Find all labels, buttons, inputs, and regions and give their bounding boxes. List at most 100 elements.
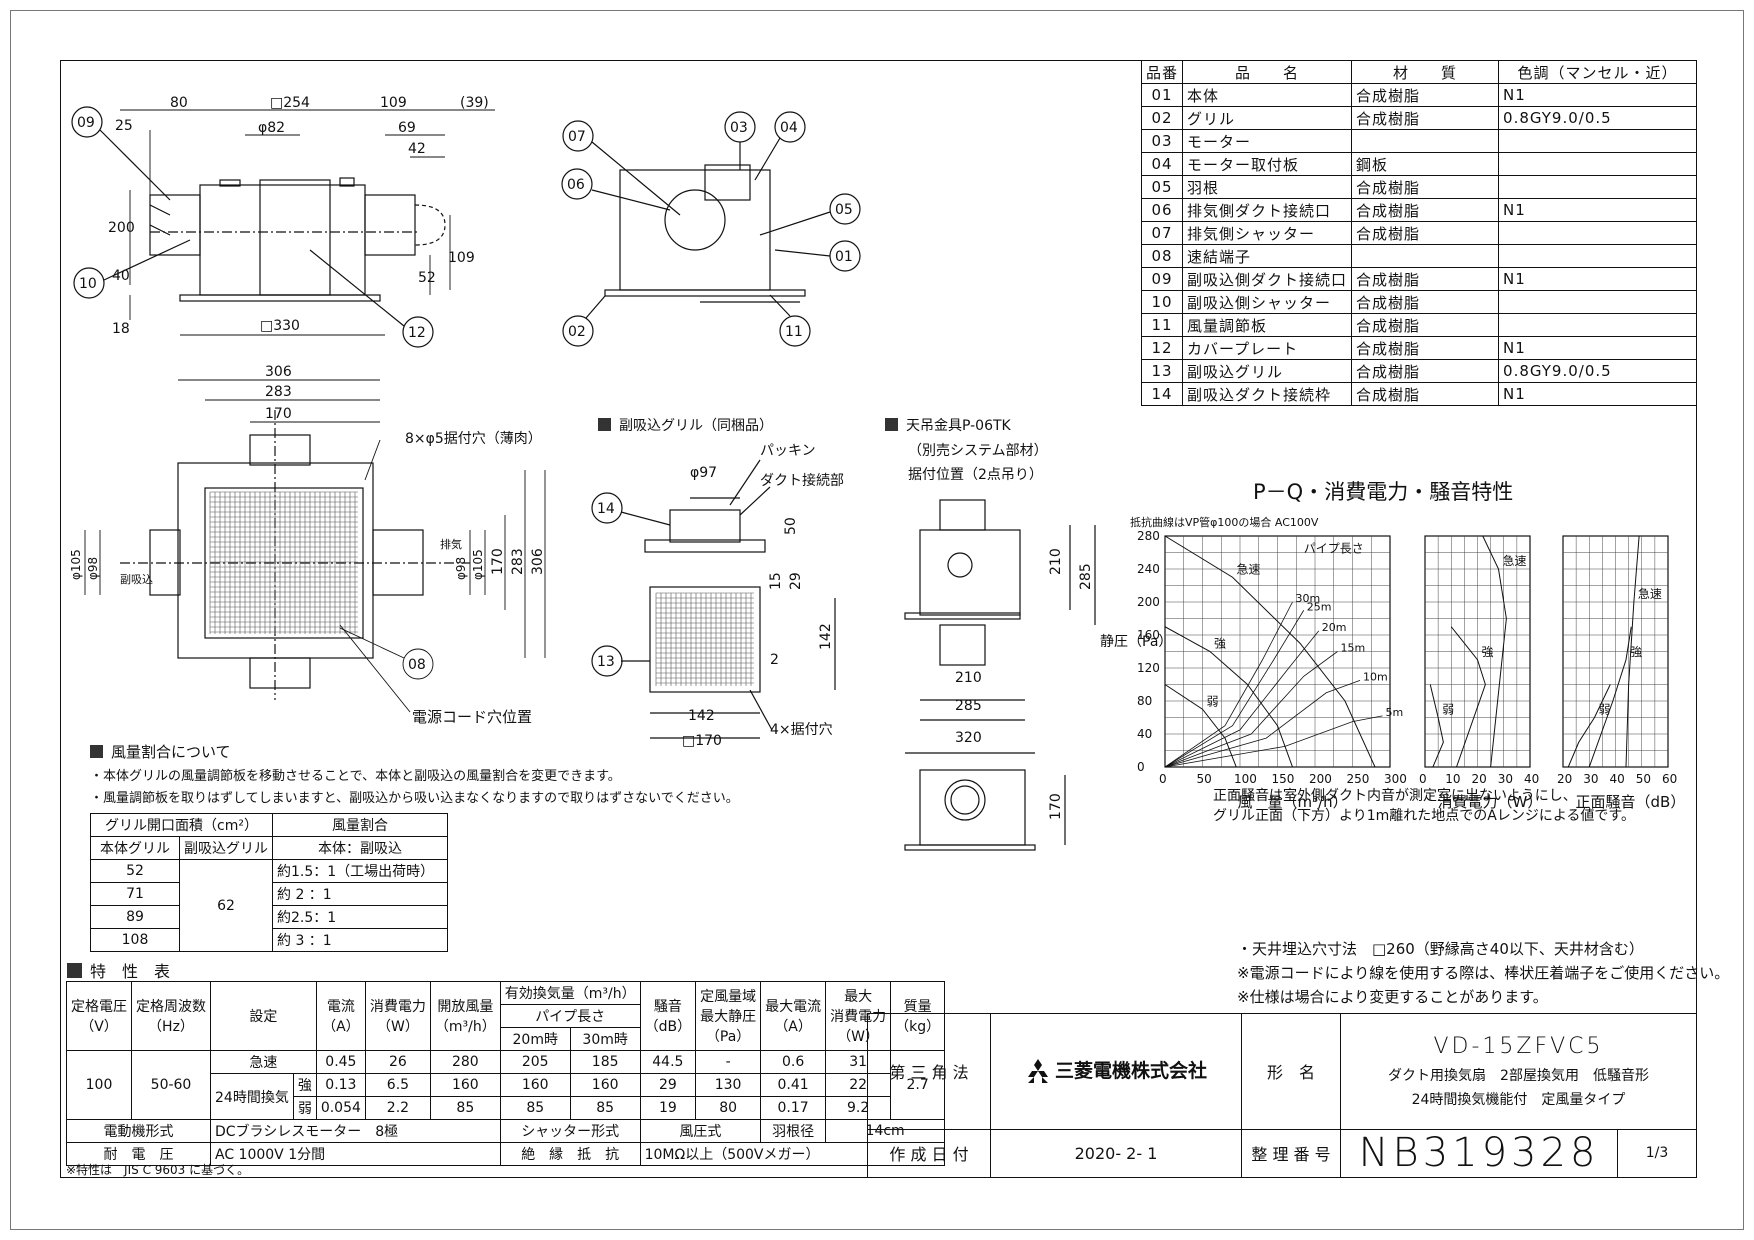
spec-blade-label: 羽根径: [760, 1119, 827, 1143]
dim-283: 283: [265, 384, 292, 400]
chart-title: P－Q・消費電力・騒音特性: [1253, 480, 1513, 504]
spec-h-freq-1: 定格周波数: [136, 999, 206, 1015]
dim-80: 80: [170, 95, 188, 111]
callout-13: 13: [597, 654, 615, 670]
ratio-main-area: 52: [90, 859, 180, 883]
chart-xtick: 0: [1419, 772, 1427, 786]
spec-W: 26: [364, 1050, 431, 1074]
chart-resistance-label: 15m: [1341, 642, 1366, 655]
spec-A: 0.054: [315, 1096, 366, 1120]
chart-xtick: 300: [1384, 772, 1407, 786]
chart-xtick: 10: [1445, 772, 1460, 786]
callout-11: 11: [785, 324, 803, 340]
parts-cell-color: [1498, 152, 1697, 176]
chart-series-line: [1450, 626, 1486, 768]
parts-cell-no: 14: [1140, 382, 1184, 406]
spec-h-maxpow-1: 最大: [844, 989, 873, 1005]
dim-330: □330: [260, 318, 300, 334]
ratio-value: 約 3 ：1: [272, 928, 448, 952]
spec-dB: 44.5: [639, 1050, 697, 1074]
chart-ytick: 280: [1137, 529, 1160, 543]
spec-motor-value: DCブラシレスモーター 8極: [210, 1119, 501, 1143]
airflow-ratio-table: グリル開口面積（cm²） 風量割合 本体グリル 副吸込グリル 本体：副吸込 52…: [90, 813, 448, 952]
parts-cell-no: 03: [1140, 129, 1184, 153]
chart-xlabel: 正面騒音（dB）: [1576, 793, 1686, 811]
chart-ytick: 120: [1137, 661, 1160, 675]
parts-col-material: 材 質: [1351, 60, 1500, 84]
parts-cell-material: 合成樹脂: [1351, 290, 1500, 314]
drawing-frame: [60, 60, 1697, 1178]
dim-170-v: 170: [490, 548, 506, 575]
drawing-labels: 80 □254 109 (39) 25 φ82 69 42 200 40 18 …: [69, 95, 1094, 820]
chart-series-label: 急速: [1503, 553, 1527, 568]
sub-phi97: φ97: [690, 465, 717, 481]
model-desc-1: ダクト用換気扇 2部屋換気用 低騒音形: [1388, 1067, 1649, 1084]
spec-footnote: ※特性は JIS C 9603 に基づく。: [66, 1163, 250, 1177]
parts-header-row: 品番 品 名 材 質 色調（マンセル・近）: [1140, 60, 1697, 84]
spec-h-power-2: （W）: [377, 1019, 419, 1035]
spec-h-current-2: （A）: [322, 1019, 360, 1035]
chart-series-line: [1164, 684, 1237, 768]
cord-hole-label: 電源コード穴位置: [412, 708, 532, 726]
parts-cell-name: 副吸込側シャッター: [1182, 290, 1353, 314]
ratio-head-row-2: 本体グリル 副吸込グリル 本体：副吸込: [90, 836, 448, 860]
spec-table: 定格電圧（V） 定格周波数（Hz） 設定 電流（A） 消費電力（W） 開放風量（…: [66, 981, 946, 1166]
parts-cell-no: 02: [1140, 106, 1184, 130]
parts-cell-name: 排気側ダクト接続口: [1182, 198, 1353, 222]
title-row-1: 第 三 角 法 三菱電機株式会社 形 名 VD-15ZFVC5 ダクト用換気扇 …: [867, 1013, 1697, 1130]
chart-ytick: 80: [1137, 694, 1152, 708]
spec-h-volt-1: 定格電圧: [71, 999, 127, 1015]
spec-Pa: 130: [695, 1073, 762, 1097]
sub-duct-joint: ダクト接続部: [760, 472, 844, 489]
spec-head-1: 定格電圧（V） 定格周波数（Hz） 設定 電流（A） 消費電力（W） 開放風量（…: [66, 981, 946, 1051]
spec-withstand-value: AC 1000V 1分間: [210, 1142, 501, 1166]
chart-ytick: 240: [1137, 562, 1160, 576]
dim-109: 109: [380, 95, 407, 111]
parts-cell-material: 合成樹脂: [1351, 106, 1500, 130]
spec-MA: 0.6: [760, 1050, 827, 1074]
spec-submode: 強: [292, 1073, 317, 1097]
hanger-drawing: [904, 499, 1096, 851]
spec-dB: 29: [639, 1073, 697, 1097]
airflow-note-2: ・風量調節板を取りはずしてしまいますと、副吸込から吸い込まなくなりますので取りは…: [90, 791, 739, 806]
parts-cell-color: N1: [1498, 382, 1697, 406]
spec-h-noise-1: 騒音: [653, 999, 682, 1015]
hanger-sub1: （別売システム部材）: [908, 443, 1048, 459]
projection-label: 第 三 角 法: [867, 1013, 991, 1130]
parts-cell-color: 0.8GY9.0/0.5: [1498, 359, 1697, 383]
chart-series-label: 強: [1482, 645, 1494, 659]
note-cord: ※電源コードにより線を使用する際は、棒状圧着端子をご使用ください。: [1237, 964, 1730, 982]
page-number: 1/3: [1617, 1128, 1697, 1179]
chart-xtick: 30: [1583, 772, 1598, 786]
parts-cell-color: 0.8GY9.0/0.5: [1498, 106, 1697, 130]
parts-cell-color: N1: [1498, 336, 1697, 360]
drawing-number: NB319328: [1340, 1128, 1618, 1179]
spec-MA: 0.41: [760, 1073, 827, 1097]
spec-head-3: 20m時 30m時: [67, 1027, 945, 1051]
plan-dims: [84, 379, 546, 713]
chart-series-label: 弱: [1207, 694, 1219, 708]
title-block: 第 三 角 法 三菱電機株式会社 形 名 VD-15ZFVC5 ダクト用換気扇 …: [867, 1013, 1697, 1179]
dim-40: 40: [112, 268, 130, 284]
company-name: 三菱電機株式会社: [1054, 1060, 1207, 1082]
ratio-main-area: 108: [90, 928, 180, 952]
spec-h-effective: 有効換気量（m³/h）: [499, 981, 641, 1005]
parts-cell-no: 10: [1140, 290, 1184, 314]
model-cell: VD-15ZFVC5 ダクト用換気扇 2部屋換気用 低騒音形 24時間換気機能付…: [1340, 1013, 1697, 1130]
ratio-value: 約 2 ：1: [272, 882, 448, 906]
spec-h-noise-2: （dB）: [644, 1019, 692, 1035]
parts-cell-material: 合成樹脂: [1351, 175, 1500, 199]
spec-m30: 160: [569, 1073, 641, 1097]
spec-h-current-1: 電流: [326, 999, 355, 1015]
chart-resistance-label: 5m: [1386, 706, 1404, 719]
parts-col-no: 品番: [1140, 60, 1184, 84]
parts-cell-color: N1: [1498, 83, 1697, 107]
